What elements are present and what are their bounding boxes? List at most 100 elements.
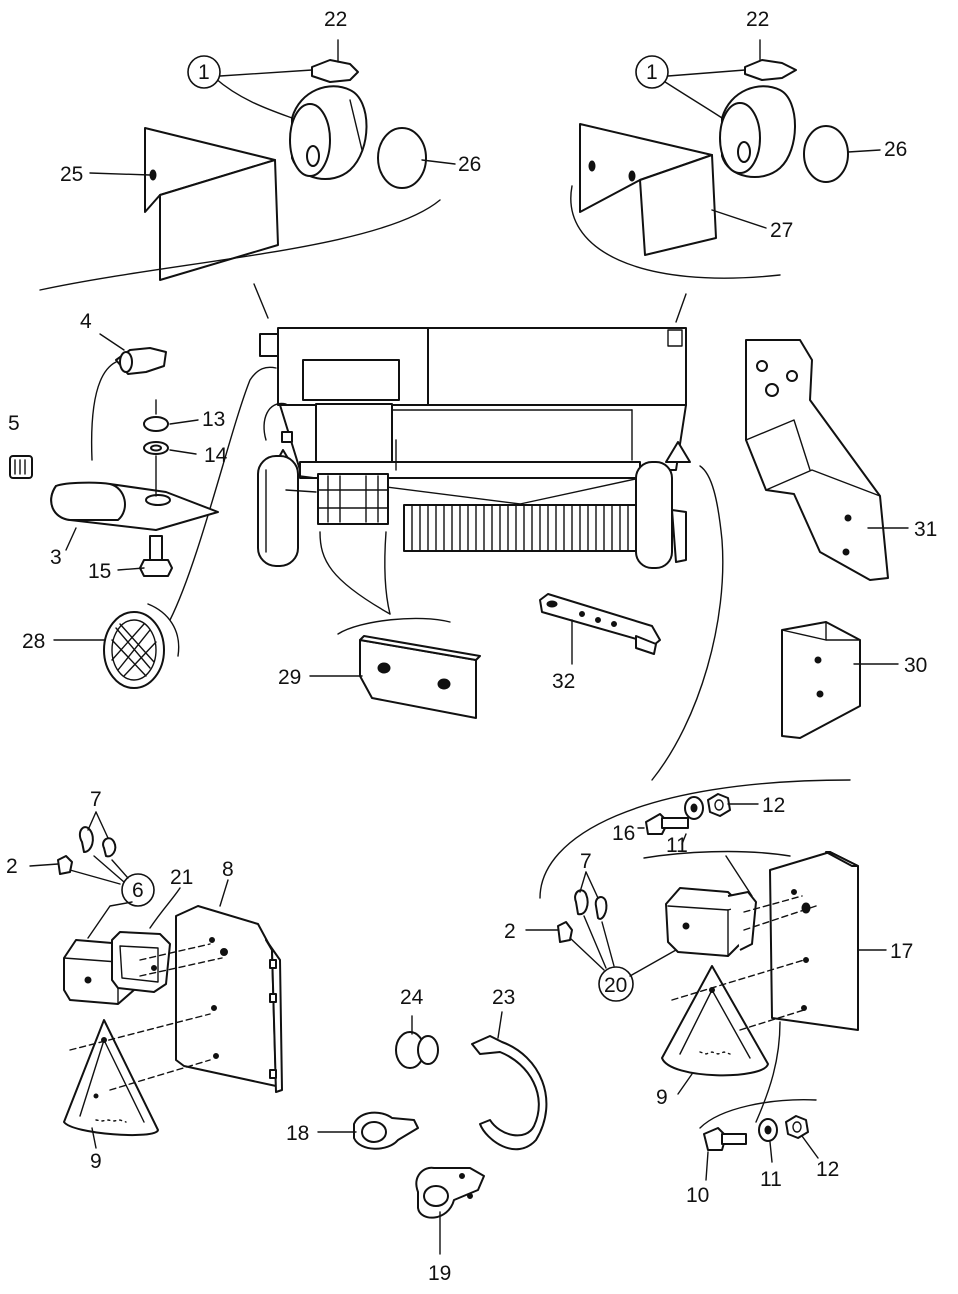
label-30: 30 [904, 654, 927, 677]
label-1-left: 1 [198, 61, 210, 84]
bolt-16 [645, 813, 689, 835]
label-19: 19 [428, 1262, 451, 1285]
bracket-30 [781, 621, 899, 739]
wire-harness-left [169, 366, 277, 621]
label-10: 10 [686, 1184, 709, 1207]
label-22-right: 22 [746, 8, 769, 31]
tail-lamp-housing-left [289, 85, 368, 180]
bulb-22-left [311, 39, 359, 83]
callout-circle-1-right [635, 55, 669, 89]
label-15: 15 [88, 560, 111, 583]
label-27: 27 [770, 219, 793, 242]
label-12-bottom: 12 [816, 1158, 839, 1181]
label-1-right: 1 [646, 61, 658, 84]
top-left-lamp-group [39, 39, 456, 319]
label-11-bottom: 11 [760, 1168, 782, 1191]
bulb-7-right [574, 871, 608, 920]
label-5: 5 [8, 412, 20, 435]
reflector-28 [103, 611, 165, 689]
label-9-right: 9 [656, 1086, 668, 1109]
wire-harness-right [651, 465, 724, 781]
callout-circle-20 [598, 966, 634, 1002]
label-26-left: 26 [458, 153, 481, 176]
bracket-25 [144, 127, 279, 281]
bracket-32 [539, 593, 661, 665]
bracket-31 [745, 339, 909, 581]
baler-machine [257, 327, 691, 569]
lens-26-right [803, 125, 849, 183]
label-9-left: 9 [90, 1150, 102, 1173]
divider-arc-top-left [39, 199, 441, 291]
label-7-right: 7 [580, 850, 592, 873]
label-20: 20 [604, 974, 627, 997]
strap-23 [471, 1011, 548, 1151]
connector-2-right [525, 921, 605, 971]
bulb-7-left [78, 811, 117, 858]
label-14: 14 [204, 444, 228, 467]
label-7-left: 7 [90, 788, 102, 811]
top-right-lamp-group [570, 39, 881, 323]
bottom-left-lamp-group [29, 811, 283, 1149]
divider-arc-bottom-right [539, 779, 851, 899]
wheel-right [635, 461, 687, 569]
part-number-labels: 22 1 25 26 22 1 26 27 4 5 13 14 3 15 28 … [6, 8, 937, 1285]
connector-5 [9, 455, 33, 479]
label-22-left: 22 [324, 8, 347, 31]
label-24: 24 [400, 986, 424, 1009]
grommet-24 [395, 1015, 439, 1069]
callout-circle-6 [121, 873, 155, 907]
nut-12-bottom [785, 1115, 819, 1159]
gasket-21 [111, 887, 181, 993]
label-3: 3 [50, 546, 62, 569]
lens-26-left [377, 127, 427, 189]
label-26-right: 26 [884, 138, 907, 161]
mounting-plate-17 [769, 851, 887, 1031]
bolt-10 [703, 1127, 747, 1181]
bolt-15 [139, 535, 173, 577]
nut-13 [143, 399, 169, 432]
label-21: 21 [170, 866, 193, 889]
label-31: 31 [914, 518, 937, 541]
tail-lamp-housing-right [719, 85, 796, 179]
label-13: 13 [202, 408, 225, 431]
label-28: 28 [22, 630, 45, 653]
label-4: 4 [80, 310, 92, 333]
bracket-27 [579, 123, 717, 256]
label-16: 16 [612, 822, 635, 845]
clamp-plate-3 [50, 455, 219, 531]
label-23: 23 [492, 986, 515, 1009]
washer-14 [143, 441, 169, 455]
wheel-left [257, 455, 299, 567]
p-clip-18 [317, 1111, 419, 1150]
bulb-22-right [744, 39, 797, 81]
washer-11-bottom [758, 1118, 778, 1163]
label-2-right: 2 [504, 920, 516, 943]
plate-29 [309, 531, 481, 719]
label-18: 18 [286, 1122, 309, 1145]
label-8: 8 [222, 858, 234, 881]
washer-11-top [684, 796, 704, 820]
label-17: 17 [890, 940, 913, 963]
label-12-top: 12 [762, 794, 785, 817]
label-2-left: 2 [6, 855, 18, 878]
arc-28 [147, 603, 180, 657]
mounting-plate-8 [175, 879, 283, 1093]
connector-2-left [29, 855, 121, 885]
label-6: 6 [132, 879, 144, 902]
left-middle-parts [9, 333, 219, 689]
bottom-right-lamp-group [525, 779, 887, 1181]
p-clip-19 [415, 1166, 485, 1255]
callout-circle-1-left [187, 55, 221, 89]
triangle-reflector-9-left [63, 1019, 159, 1149]
label-25: 25 [60, 163, 83, 186]
lamp-socket-4 [90, 333, 167, 461]
triangle-reflector-9-right [661, 965, 769, 1095]
label-29: 29 [278, 666, 301, 689]
label-32: 32 [552, 670, 575, 693]
front-frame [317, 473, 389, 525]
pickup-reel [403, 504, 637, 552]
divider-arc-top-right [570, 185, 781, 279]
nut-12-top [707, 793, 759, 817]
